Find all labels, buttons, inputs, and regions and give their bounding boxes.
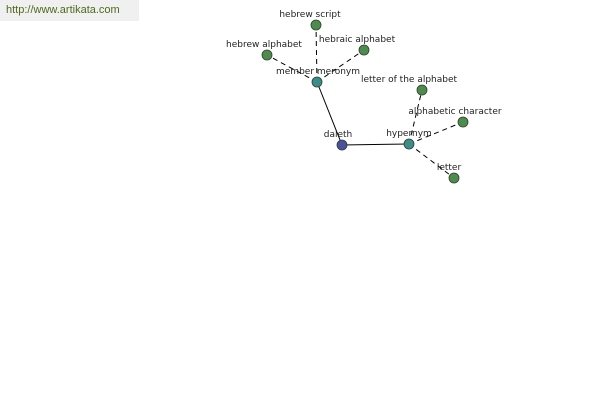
edge-member-meronym-to-hebrew-script	[315, 24, 318, 83]
node-alphabetic-character[interactable]: alphabetic character	[408, 107, 502, 128]
node-daleth[interactable]: daleth	[324, 130, 353, 151]
edge-member-meronym-to-hebrew-alphabet	[266, 54, 318, 83]
node-label-member-meronym[interactable]: member meronym	[276, 67, 360, 77]
node-label-hebraic-alphabet[interactable]: hebraic alphabet	[319, 35, 396, 45]
node-label-letter[interactable]: letter	[437, 163, 462, 173]
node-circle-letter[interactable]	[448, 172, 460, 184]
edge-hypernym-to-letter	[408, 143, 455, 179]
node-hebraic-alphabet[interactable]: hebraic alphabet	[319, 35, 396, 56]
node-circle-daleth[interactable]	[336, 139, 348, 151]
node-label-alphabetic-character[interactable]: alphabetic character	[408, 107, 501, 117]
edge-hypernym-to-letter-of-the-alphabet	[408, 89, 423, 145]
watermark-link[interactable]: http://www.artikata.com	[0, 0, 139, 21]
node-circle-hebrew-script[interactable]	[310, 19, 322, 31]
edge-hypernym-to-alphabetic-character	[408, 121, 464, 145]
node-label-hypernym[interactable]: hypernym	[386, 129, 432, 139]
node-hebrew-alphabet[interactable]: hebrew alphabet	[226, 40, 302, 61]
node-label-hebrew-script[interactable]: hebrew script	[279, 10, 341, 20]
node-letter-of-the-alphabet[interactable]: letter of the alphabet	[361, 75, 458, 96]
node-letter[interactable]: letter	[437, 163, 462, 184]
node-circle-hebraic-alphabet[interactable]	[358, 44, 370, 56]
node-circle-hypernym[interactable]	[403, 138, 415, 150]
node-circle-letter-of-the-alphabet[interactable]	[416, 84, 428, 96]
node-member-meronym[interactable]: member meronym	[276, 67, 360, 88]
graph-edges	[266, 24, 464, 179]
node-label-hebrew-alphabet[interactable]: hebrew alphabet	[226, 40, 302, 50]
node-circle-member-meronym[interactable]	[311, 76, 323, 88]
node-hebrew-script[interactable]: hebrew script	[279, 10, 341, 31]
graph-nodes: daleth member meronym hypernym hebrew scrip…	[226, 10, 502, 184]
edge-daleth-to-hypernym	[341, 143, 410, 146]
node-label-daleth[interactable]: daleth	[324, 130, 353, 140]
edge-daleth-to-member-meronym	[316, 81, 343, 146]
node-circle-alphabetic-character[interactable]	[457, 116, 469, 128]
edge-member-meronym-to-hebraic-alphabet	[316, 49, 365, 83]
node-hypernym[interactable]: hypernym	[386, 129, 432, 150]
node-circle-hebrew-alphabet[interactable]	[261, 49, 273, 61]
node-label-letter-of-the-alphabet[interactable]: letter of the alphabet	[361, 75, 458, 85]
